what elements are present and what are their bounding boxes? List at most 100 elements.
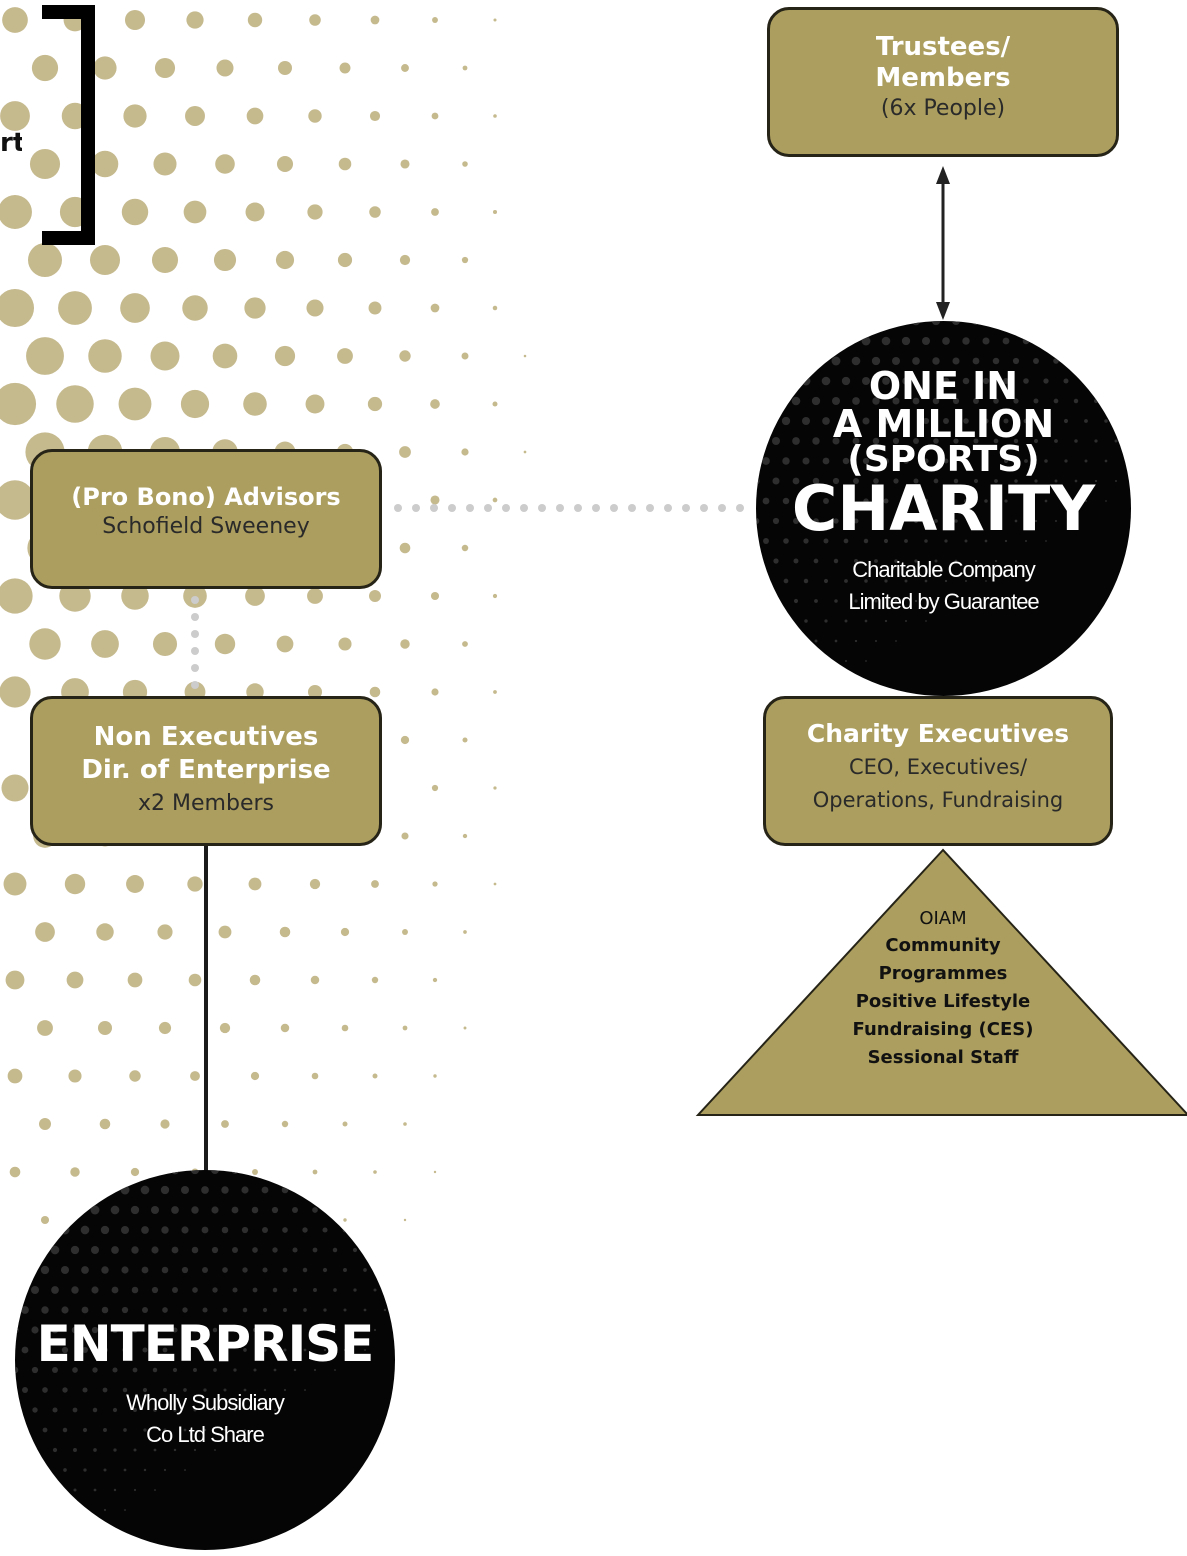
circle-texture-dot [292, 1207, 298, 1213]
halftone-dot [492, 209, 498, 215]
circle-texture-dot [774, 639, 778, 643]
charity-type-line1: Charitable Company [852, 557, 1036, 582]
circle-texture-dot [801, 336, 811, 346]
circle-texture-dot [972, 357, 980, 365]
circle-texture-dot [964, 539, 968, 543]
circle-texture-dot [902, 417, 910, 425]
circle-texture-dot [832, 477, 840, 485]
circle-texture-dot [40, 1265, 50, 1275]
circle-texture-dot [154, 1489, 156, 1491]
circle-texture-dot [962, 377, 970, 385]
circle-texture-dot [894, 599, 898, 603]
halftone-dot [37, 1020, 53, 1036]
circle-texture-dot [933, 478, 939, 484]
halftone-dot [402, 1025, 408, 1031]
halftone-dot [372, 1073, 378, 1079]
circle-texture-dot [283, 1388, 287, 1392]
halftone-dot [99, 1118, 111, 1130]
halftone-dot [121, 582, 149, 610]
circle-texture-dot [122, 1347, 128, 1353]
circle-texture-dot [1013, 438, 1019, 444]
circle-texture-dot [70, 1205, 80, 1215]
circle-texture-dot [113, 1488, 117, 1492]
halftone-dot [150, 341, 180, 371]
circle-texture-dot [854, 639, 858, 643]
connector-dot [394, 504, 402, 512]
circle-texture-dot [193, 1408, 197, 1412]
halftone-dot [433, 1170, 437, 1174]
circle-texture-dot [183, 1388, 187, 1392]
circle-texture-dot [362, 1227, 368, 1233]
circle-texture-dot [851, 356, 861, 366]
circle-texture-dot [792, 477, 800, 485]
circle-texture-dot [73, 1488, 77, 1492]
halftone-dot [188, 973, 202, 987]
circle-texture-dot [813, 558, 819, 564]
circle-texture-dot [1094, 479, 1098, 483]
circle-texture-dot [21, 1306, 29, 1314]
halftone-dot [369, 590, 381, 602]
circle-texture-dot [172, 1367, 178, 1373]
charity-name-line2: A MILLION [832, 402, 1055, 446]
circle-texture-dot [112, 1407, 118, 1413]
connector-dot [520, 504, 528, 512]
halftone-dot [93, 56, 117, 80]
halftone-dot [157, 924, 173, 940]
halftone-dot [246, 107, 264, 125]
charity-exec-title: Charity Executives [806, 719, 1070, 748]
circle-texture-dot [793, 518, 799, 524]
oiam-fundraising: Fundraising (CES) [852, 1019, 1034, 1040]
circle-texture-dot [1093, 321, 1099, 324]
circle-texture-dot [771, 396, 781, 406]
halftone-dot [91, 150, 119, 178]
halftone-dot [492, 305, 498, 311]
circle-texture-dot [844, 659, 848, 663]
circle-texture-dot [1003, 378, 1009, 384]
halftone-dot [185, 106, 205, 126]
circle-texture-dot [812, 437, 820, 445]
connector-dot [646, 504, 654, 512]
circle-texture-dot [1114, 439, 1118, 443]
circle-texture-dot [1104, 419, 1108, 423]
circle-texture-dot [60, 1185, 70, 1195]
halftone-dot [123, 104, 147, 128]
halftone-dot [68, 1069, 82, 1083]
circle-texture-dot [383, 1268, 387, 1272]
circle-texture-dot [171, 1246, 179, 1254]
circle-texture-dot [53, 1528, 57, 1532]
circle-texture-dot [203, 1428, 207, 1432]
circle-texture-dot [954, 519, 958, 523]
non-exec-role: Dir. of Enterprise [81, 755, 331, 785]
circle-texture-dot [301, 1186, 309, 1194]
circle-texture-dot [1003, 418, 1009, 424]
circle-texture-dot [52, 1407, 58, 1413]
circle-texture-dot [151, 1246, 159, 1254]
circle-texture-dot [332, 1207, 338, 1213]
circle-texture-dot [262, 1267, 268, 1273]
bracket-decoration [42, 5, 95, 245]
circle-texture-dot [71, 1326, 79, 1334]
circle-texture-dot [982, 377, 990, 385]
halftone-dot [279, 926, 291, 938]
circle-texture-dot [90, 1205, 100, 1215]
halftone-dot [31, 54, 59, 82]
circle-texture-dot [152, 1327, 158, 1333]
circle-texture-dot [173, 1448, 177, 1452]
circle-texture-dot [881, 336, 891, 346]
circle-texture-dot [113, 1448, 117, 1452]
circle-texture-dot [163, 1388, 167, 1392]
circle-texture-dot [934, 559, 938, 563]
circle-texture-dot [784, 659, 788, 663]
circle-texture-dot [201, 1226, 209, 1234]
connector-dot [448, 504, 456, 512]
circle-texture-dot [150, 1170, 160, 1175]
circle-texture-dot [352, 1207, 358, 1213]
charity-circle-dots [756, 321, 1129, 683]
halftone-dot [0, 578, 33, 614]
circle-texture-dot [272, 1287, 278, 1293]
halftone-dot [337, 252, 353, 268]
circle-texture-dot [1023, 378, 1029, 384]
circle-texture-dot [112, 1367, 118, 1373]
circle-texture-dot [1123, 338, 1129, 344]
